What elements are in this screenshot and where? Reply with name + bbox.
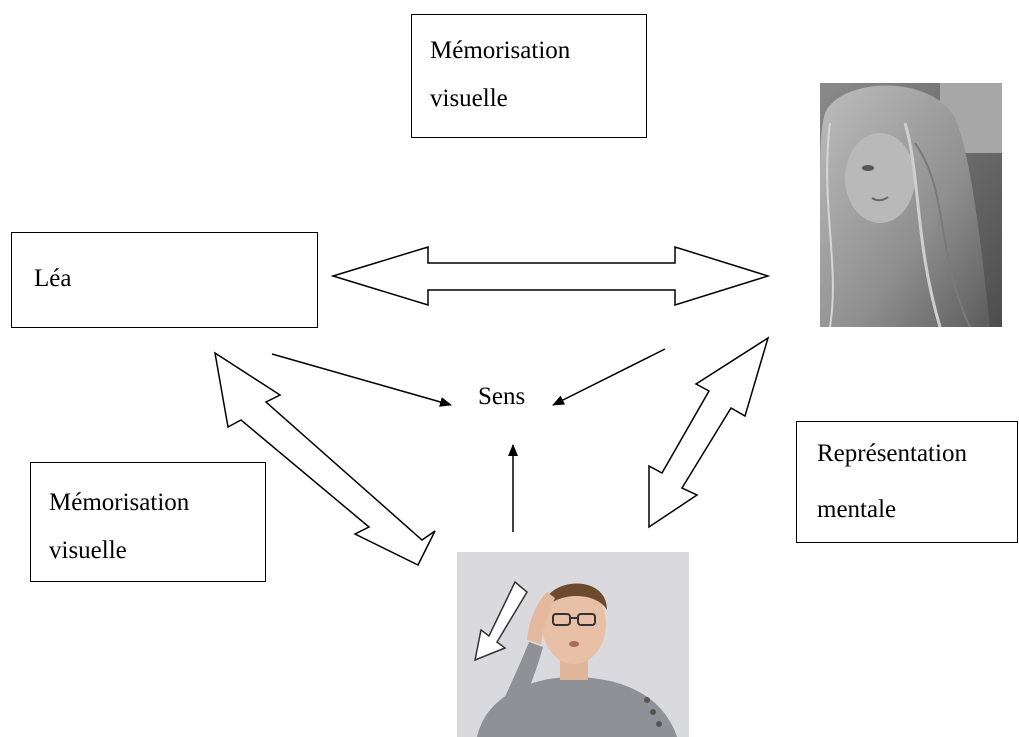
bottom-memorisation-box: Mémorisation visuelle xyxy=(30,462,266,582)
representation-line2: mentale xyxy=(817,496,897,523)
bottom-memorisation-line2: visuelle xyxy=(49,537,127,564)
double-arrow-left-diagonal xyxy=(213,351,436,567)
top-memorisation-box: Mémorisation visuelle xyxy=(411,14,647,138)
top-memorisation-line1: Mémorisation xyxy=(430,37,571,64)
signer-photo xyxy=(457,552,689,737)
arrow-girl-to-sens xyxy=(552,348,666,406)
double-arrow-right-diagonal xyxy=(648,336,770,529)
lea-label: Léa xyxy=(34,265,72,292)
representation-line1: Représentation xyxy=(817,440,967,467)
arrow-lea-to-sens xyxy=(271,353,452,407)
representation-box: Représentation mentale xyxy=(796,421,1018,543)
bottom-memorisation-line1: Mémorisation xyxy=(49,489,190,516)
girl-photo xyxy=(820,83,1002,327)
double-arrow-horizontal xyxy=(330,245,771,307)
lea-box: Léa xyxy=(11,232,318,328)
sens-label: Sens xyxy=(478,383,526,410)
top-memorisation-line2: visuelle xyxy=(430,85,508,112)
